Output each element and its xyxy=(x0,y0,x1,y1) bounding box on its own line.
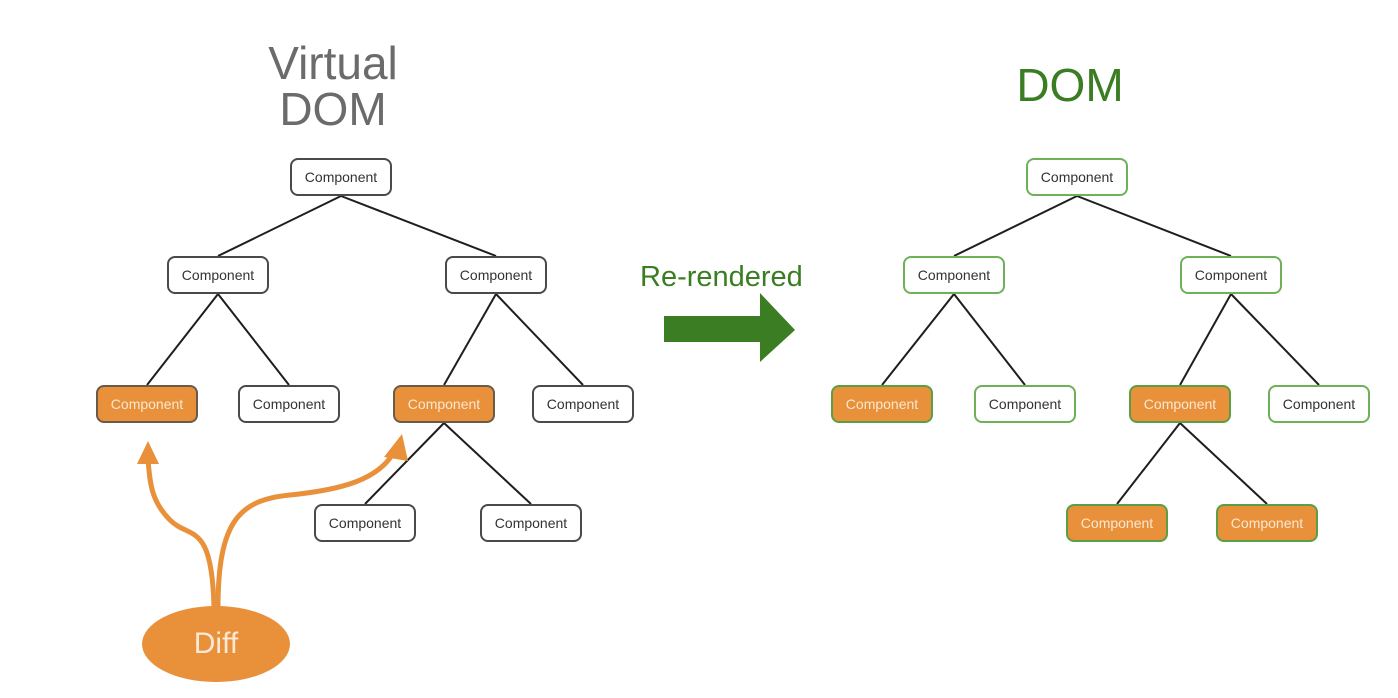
dom-edge xyxy=(881,293,955,386)
vdom-edge xyxy=(217,195,342,257)
vdom-edge xyxy=(443,293,497,386)
vdom-node: Component xyxy=(238,385,340,423)
vdom-node-label: Component xyxy=(328,515,402,531)
dom-edge xyxy=(1230,293,1320,386)
vdom-node: Component xyxy=(532,385,634,423)
vdom-node-label: Component xyxy=(459,267,533,283)
vdom-edge xyxy=(495,293,584,386)
vdom-edge xyxy=(146,293,219,386)
vdom-node-changed: Component xyxy=(96,385,198,423)
virtual-dom-title: Virtual DOM xyxy=(233,40,433,132)
vdom-node: Component xyxy=(167,256,269,294)
rerender-arrow-icon xyxy=(664,293,795,362)
dom-edge xyxy=(1116,422,1181,505)
vdom-edge xyxy=(443,422,532,505)
dom-edge xyxy=(1076,195,1232,257)
dom-node: Component xyxy=(1026,158,1128,196)
vdom-node: Component xyxy=(480,504,582,542)
dom-node: Component xyxy=(974,385,1076,423)
dom-node: Component xyxy=(1180,256,1282,294)
dom-edge xyxy=(953,195,1078,257)
diff-arrowhead-left-icon xyxy=(137,441,159,464)
dom-node-label: Component xyxy=(845,396,919,412)
virtual-dom-title-line2: DOM xyxy=(279,83,387,135)
dom-node-label: Component xyxy=(1080,515,1154,531)
dom-node-label: Component xyxy=(1143,396,1217,412)
dom-node: Component xyxy=(903,256,1005,294)
vdom-node-label: Component xyxy=(546,396,620,412)
rerendered-label: Re-rendered xyxy=(640,261,803,293)
diff-arrow-left xyxy=(145,459,217,609)
vdom-node-label: Component xyxy=(110,396,184,412)
vdom-edge xyxy=(217,293,290,386)
dom-node-label: Component xyxy=(1230,515,1304,531)
dom-node-label: Component xyxy=(988,396,1062,412)
vdom-node: Component xyxy=(314,504,416,542)
diff-label: Diff xyxy=(193,627,239,660)
vdom-node-changed: Component xyxy=(393,385,495,423)
diff-arrow-right xyxy=(215,448,398,609)
dom-edge xyxy=(1179,422,1268,505)
dom-node-label: Component xyxy=(917,267,991,283)
dom-node-changed: Component xyxy=(1216,504,1318,542)
dom-node: Component xyxy=(1268,385,1370,423)
vdom-node-label: Component xyxy=(407,396,481,412)
dom-node-label: Component xyxy=(1282,396,1356,412)
vdom-edge xyxy=(364,422,445,505)
vdom-node: Component xyxy=(290,158,392,196)
virtual-dom-title-line1: Virtual xyxy=(268,37,398,89)
vdom-node-label: Component xyxy=(494,515,568,531)
dom-title: DOM xyxy=(1016,59,1124,111)
diff-arrowhead-right-icon xyxy=(384,434,408,461)
vdom-node: Component xyxy=(445,256,547,294)
dom-node-label: Component xyxy=(1040,169,1114,185)
dom-node-changed: Component xyxy=(831,385,933,423)
vdom-edge xyxy=(340,195,497,257)
vdom-node-label: Component xyxy=(304,169,378,185)
dom-node-changed: Component xyxy=(1129,385,1231,423)
dom-node-changed: Component xyxy=(1066,504,1168,542)
dom-edge xyxy=(953,293,1026,386)
vdom-node-label: Component xyxy=(181,267,255,283)
dom-node-label: Component xyxy=(1194,267,1268,283)
vdom-node-label: Component xyxy=(252,396,326,412)
diff-ellipse: Diff xyxy=(142,606,290,682)
dom-edge xyxy=(1179,293,1232,386)
